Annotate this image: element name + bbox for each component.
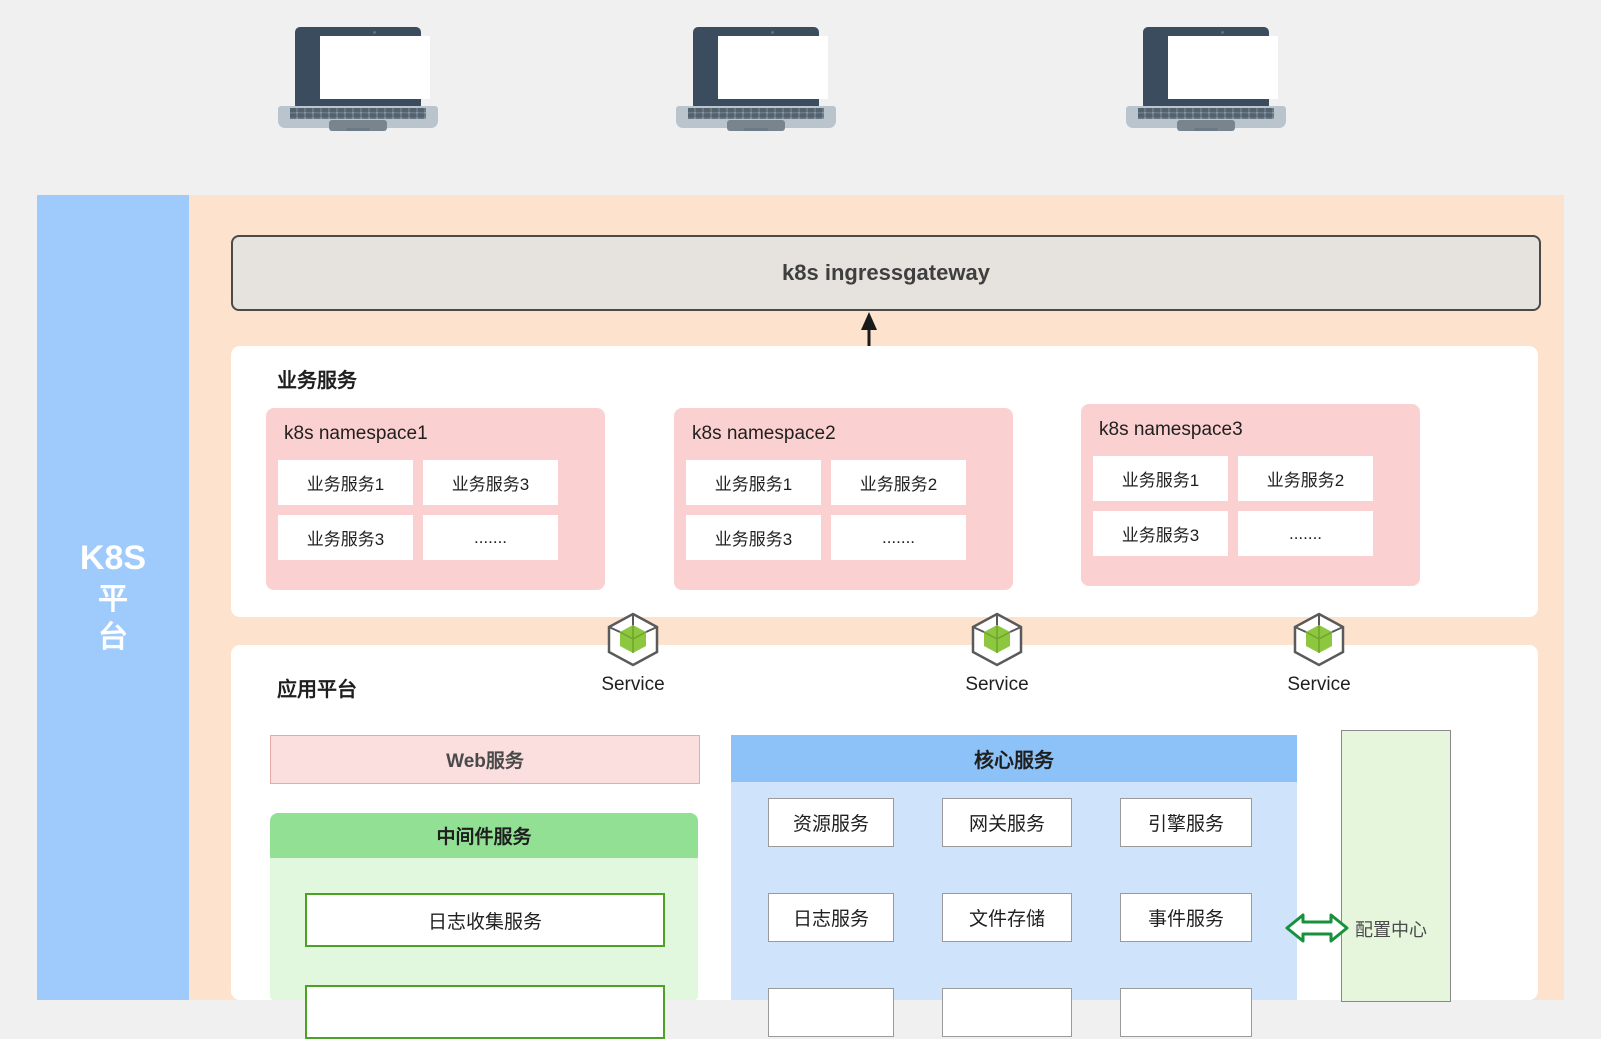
laptop-foot [1194, 128, 1218, 131]
laptop-camera-icon [771, 31, 774, 34]
core-service-cell[interactable]: 网关服务 [942, 798, 1072, 847]
core-services-grid: 资源服务 网关服务 引擎服务 日志服务 文件存储 事件服务 [768, 798, 1288, 1037]
laptop-foot [744, 128, 768, 131]
service-label: Service [965, 674, 1029, 695]
sidebar-line-1: K8S [79, 539, 147, 578]
upward-arrow-icon [861, 312, 877, 350]
laptop-keyboard-icon [290, 108, 426, 119]
cube-icon [607, 612, 659, 667]
service-node-3[interactable]: Service [1259, 611, 1379, 696]
namespace-cell[interactable]: 业务服务1 [1093, 456, 1228, 501]
namespace-title: k8s namespace3 [1099, 419, 1243, 440]
core-service-cell[interactable]: 资源服务 [768, 798, 894, 847]
web-service-box[interactable]: Web服务 [270, 735, 700, 784]
namespace-cell[interactable]: ....... [423, 515, 558, 560]
middleware-item-log-collector[interactable]: 日志收集服务 [305, 893, 665, 947]
service-label: Service [1287, 674, 1351, 695]
service-node-1[interactable]: Service [573, 611, 693, 696]
middleware-title: 中间件服务 [436, 827, 532, 848]
core-service-cell[interactable] [768, 988, 894, 1037]
namespace-title: k8s namespace2 [692, 423, 836, 444]
k8s-namespace-2[interactable]: k8s namespace2 业务服务1 业务服务2 业务服务3 ....... [674, 408, 1013, 590]
core-service-cell[interactable]: 文件存储 [942, 893, 1072, 942]
namespace-title: k8s namespace1 [284, 423, 428, 444]
client-laptop-3 [1126, 27, 1286, 132]
core-service-cell[interactable]: 引擎服务 [1120, 798, 1252, 847]
namespace-cell[interactable]: 业务服务3 [686, 515, 821, 560]
double-arrow-icon [1285, 913, 1349, 943]
cube-icon [971, 612, 1023, 667]
namespace-cell[interactable]: 业务服务2 [1238, 456, 1373, 501]
namespace-cell[interactable]: 业务服务2 [831, 460, 966, 505]
k8s-platform-sidebar: K8S 平 台 [37, 195, 189, 1000]
namespace-cell[interactable]: 业务服务1 [278, 460, 413, 505]
laptop-lid [1143, 27, 1278, 107]
middleware-item-label: 日志收集服务 [427, 911, 542, 933]
namespace-cell[interactable]: 业务服务1 [686, 460, 821, 505]
core-service-cell[interactable]: 事件服务 [1120, 893, 1252, 942]
core-services-title: 核心服务 [974, 750, 1054, 772]
core-service-cell[interactable]: 日志服务 [768, 893, 894, 942]
laptop-screen [718, 36, 828, 99]
laptop-trackpad [329, 120, 387, 131]
k8s-namespace-3[interactable]: k8s namespace3 业务服务1 业务服务2 业务服务3 ....... [1081, 404, 1420, 586]
business-services-title: 业务服务 [277, 370, 357, 392]
config-center-panel[interactable] [1341, 730, 1451, 1002]
laptop-screen [1168, 36, 1278, 99]
laptop-keyboard-icon [1138, 108, 1274, 119]
service-node-2[interactable]: Service [937, 611, 1057, 696]
namespace-cell[interactable]: ....... [1238, 511, 1373, 556]
diagram-canvas: K8S 平 台 k8s ingressgateway 业务服务 k8s name… [37, 27, 1564, 1039]
laptop-trackpad [727, 120, 785, 131]
config-center-label: 配置中心 [1355, 920, 1427, 940]
laptop-lid [295, 27, 430, 107]
core-service-cell[interactable] [1120, 988, 1252, 1037]
laptop-foot [346, 128, 370, 131]
core-service-cell[interactable] [942, 988, 1072, 1037]
laptop-lid [693, 27, 828, 107]
laptop-camera-icon [373, 31, 376, 34]
client-laptop-2 [676, 27, 836, 132]
k8s-namespace-1[interactable]: k8s namespace1 业务服务1 业务服务3 业务服务3 ....... [266, 408, 605, 590]
namespace-cell[interactable]: ....... [831, 515, 966, 560]
laptop-trackpad [1177, 120, 1235, 131]
laptop-camera-icon [1221, 31, 1224, 34]
laptop-screen [320, 36, 430, 99]
namespace-cell[interactable]: 业务服务3 [278, 515, 413, 560]
sidebar-line-3: 台 [98, 621, 128, 655]
middleware-header: 中间件服务 [270, 813, 698, 858]
gateway-label: k8s ingressgateway [782, 260, 990, 285]
app-platform-title: 应用平台 [277, 679, 357, 701]
namespace-cell[interactable]: 业务服务3 [1093, 511, 1228, 556]
namespace-cell[interactable]: 业务服务3 [423, 460, 558, 505]
sidebar-line-2: 平 [98, 582, 128, 616]
k8s-ingressgateway-box[interactable]: k8s ingressgateway [231, 235, 1541, 311]
core-services-header: 核心服务 [731, 735, 1297, 782]
service-label: Service [601, 674, 665, 695]
web-service-label: Web服务 [446, 751, 524, 772]
client-laptop-1 [278, 27, 438, 132]
laptop-keyboard-icon [688, 108, 824, 119]
cube-icon [1293, 612, 1345, 667]
middleware-item-2[interactable] [305, 985, 665, 1039]
